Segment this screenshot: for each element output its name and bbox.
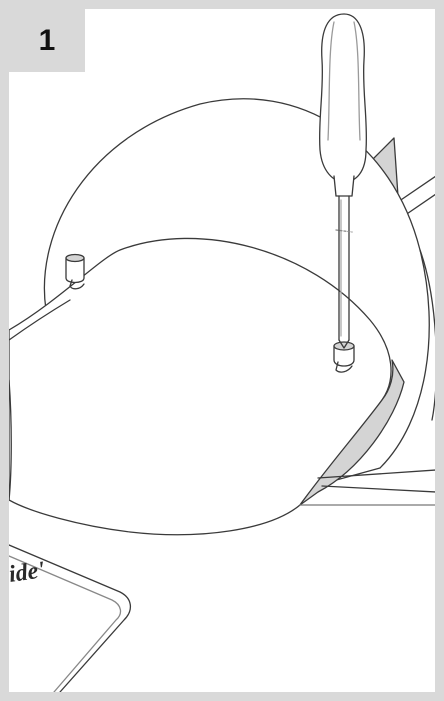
fastener-pin-right xyxy=(333,341,355,373)
base-plate: ide' xyxy=(9,544,131,692)
step-number-badge: 1 xyxy=(9,9,85,72)
assembly-illustration: ide' xyxy=(9,13,435,692)
screwdriver-icon xyxy=(318,13,368,349)
floor-plate xyxy=(299,469,435,506)
curved-panel xyxy=(9,237,405,536)
brand-logo: ide' xyxy=(9,557,47,588)
fastener-pin-left xyxy=(65,253,85,290)
step-number: 1 xyxy=(38,23,56,57)
